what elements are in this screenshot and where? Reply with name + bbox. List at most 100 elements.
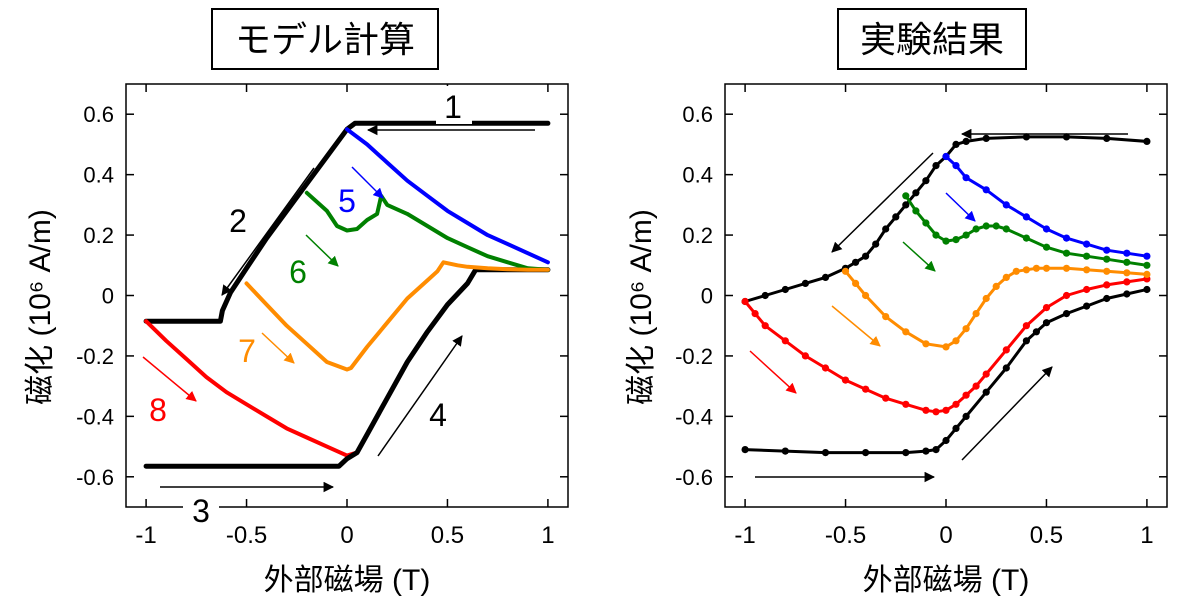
series-trace-experiment-0 — [743, 135, 1149, 303]
data-point-experiment-5-9 — [972, 310, 980, 318]
x-axis-label-model: 外部磁場 (T) — [264, 564, 431, 597]
plot-area-model — [143, 120, 551, 469]
data-point-experiment-1-19 — [1042, 304, 1051, 312]
data-point-experiment-0-12 — [892, 213, 900, 221]
data-point-experiment-4-7 — [972, 225, 980, 233]
data-point-experiment-1-6 — [841, 376, 850, 384]
data-point-experiment-1-22 — [1103, 281, 1111, 289]
data-point-experiment-1-12 — [942, 406, 950, 414]
data-point-experiment-0-2 — [1062, 133, 1071, 141]
data-point-experiment-4-1 — [912, 207, 920, 215]
data-point-experiment-2-12 — [1022, 337, 1030, 345]
arrow-exp-green — [902, 241, 936, 272]
y-tick-label-model-5: 0.4 — [83, 163, 114, 188]
y-tick-label-experiment-2: -0.2 — [675, 344, 713, 369]
data-point-experiment-5-10 — [982, 294, 990, 303]
data-point-experiment-3-10 — [1123, 249, 1131, 257]
series-line-model-4 — [304, 190, 550, 272]
data-point-experiment-1-14 — [962, 391, 970, 399]
arrow-7 — [261, 332, 295, 364]
data-point-experiment-2-11 — [1002, 364, 1010, 372]
data-point-experiment-1-23 — [1123, 278, 1131, 286]
x-tick-label-model-3: 0.5 — [431, 522, 464, 549]
y-tick-label-experiment-6: 0.6 — [682, 102, 713, 127]
data-point-experiment-2-10 — [982, 388, 990, 396]
data-point-experiment-1-16 — [982, 370, 990, 378]
data-point-experiment-4-5 — [952, 236, 960, 244]
data-point-experiment-0-10 — [912, 189, 920, 197]
arrow-exp-left-diagonal — [831, 152, 934, 253]
data-point-experiment-2-7 — [942, 436, 950, 445]
annotation-1: 1 — [444, 89, 462, 125]
data-point-experiment-0-6 — [952, 140, 960, 148]
data-point-experiment-0-5 — [962, 137, 970, 145]
data-point-experiment-0-8 — [932, 162, 940, 170]
data-point-experiment-0-18 — [821, 273, 830, 281]
data-point-experiment-2-3 — [862, 449, 870, 457]
plot-area-experiment — [741, 133, 1151, 457]
data-point-experiment-2-8 — [952, 424, 960, 432]
data-point-experiment-5-20 — [1123, 269, 1131, 277]
data-point-experiment-4-14 — [1083, 252, 1091, 260]
data-point-experiment-5-15 — [1032, 264, 1040, 272]
data-point-experiment-2-17 — [1103, 294, 1111, 303]
data-point-experiment-2-19 — [1143, 285, 1151, 294]
data-point-experiment-2-13 — [1032, 328, 1040, 336]
data-point-experiment-5-8 — [962, 325, 970, 333]
data-point-experiment-4-15 — [1103, 255, 1111, 263]
data-point-experiment-0-13 — [882, 225, 890, 233]
y-tick-label-model-6: 0.6 — [83, 102, 114, 127]
data-point-experiment-5-7 — [952, 337, 960, 345]
data-point-experiment-3-11 — [1143, 252, 1151, 260]
data-point-experiment-0-19 — [801, 279, 810, 287]
data-point-experiment-2-5 — [922, 447, 930, 455]
data-point-experiment-3-5 — [1022, 213, 1030, 221]
series-line-model-5 — [244, 260, 550, 372]
y-tick-label-model-4: 0.2 — [83, 223, 114, 248]
series-trace-experiment-3 — [944, 155, 1149, 258]
data-point-experiment-5-17 — [1062, 264, 1071, 272]
chart-title-experiment: 実験結果 — [860, 19, 1004, 60]
data-point-experiment-1-13 — [952, 400, 960, 408]
data-point-experiment-1-21 — [1083, 285, 1091, 294]
data-point-experiment-2-18 — [1123, 290, 1131, 298]
data-point-experiment-4-6 — [962, 231, 970, 239]
series-trace-experiment-5 — [844, 266, 1149, 349]
data-point-experiment-2-1 — [781, 447, 789, 455]
data-point-experiment-4-13 — [1062, 249, 1071, 257]
arrow-exp-orange — [831, 305, 881, 347]
y-tick-label-model-0: -0.6 — [76, 465, 114, 490]
data-point-experiment-5-5 — [922, 340, 930, 348]
title-box-experiment — [837, 8, 1027, 70]
arrow-6 — [305, 234, 339, 267]
data-point-experiment-1-20 — [1062, 291, 1071, 300]
x-tick-label-model-0: -1 — [135, 522, 156, 549]
data-point-experiment-4-4 — [942, 237, 950, 245]
label-3-bg — [183, 493, 219, 527]
annotation-8: 8 — [149, 392, 167, 428]
data-point-experiment-5-0 — [841, 267, 850, 275]
data-point-experiment-5-2 — [862, 291, 870, 300]
data-point-experiment-5-13 — [1012, 267, 1020, 275]
annotation-3: 3 — [192, 493, 210, 529]
data-point-experiment-0-11 — [902, 201, 910, 209]
data-point-experiment-2-0 — [741, 446, 749, 454]
data-point-experiment-0-9 — [922, 177, 930, 185]
data-point-experiment-3-8 — [1083, 240, 1091, 248]
y-axis-label-model: 磁化 (10⁶ A/m) — [24, 209, 57, 405]
series-line-model-1 — [144, 319, 390, 458]
data-point-experiment-3-2 — [962, 174, 970, 182]
data-point-experiment-0-21 — [761, 291, 769, 300]
data-point-experiment-0-14 — [872, 240, 880, 248]
data-point-experiment-4-0 — [902, 192, 910, 200]
y-tick-label-model-3: 0 — [102, 284, 114, 309]
series-line-model-0 — [143, 120, 551, 324]
y-tick-label-experiment-1: -0.4 — [675, 404, 713, 429]
label-1-bg — [436, 86, 472, 124]
data-point-experiment-4-16 — [1123, 258, 1131, 266]
data-point-experiment-3-4 — [1002, 201, 1010, 209]
arrow-exp-blue — [945, 192, 976, 222]
annotation-7: 7 — [238, 333, 256, 369]
data-point-experiment-1-0 — [741, 297, 749, 306]
